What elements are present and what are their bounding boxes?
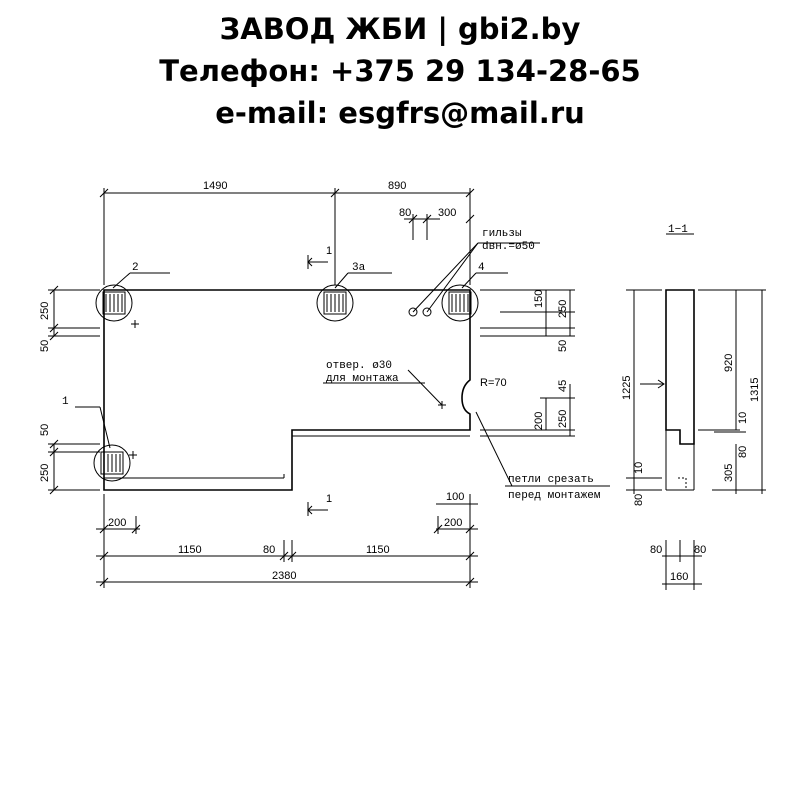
dim-left-250-top: 250 <box>39 302 51 320</box>
mark-1-bottom: 1 <box>326 493 332 505</box>
dim-right-200: 200 <box>533 412 545 430</box>
dim-right-150: 150 <box>533 290 545 308</box>
dim-section-920: 920 <box>723 354 735 372</box>
sleeves-dia-label: dвн.=ø50 <box>482 241 535 253</box>
dim-section-80-bottom-right: 80 <box>694 544 706 556</box>
dim-right-45: 45 <box>557 380 569 392</box>
loop-note-1: петли срезать <box>508 474 594 486</box>
loop-note-2: перед монтажем <box>508 490 601 502</box>
dim-80-bottom: 80 <box>263 544 275 556</box>
dim-section-80-right: 80 <box>737 446 749 458</box>
mark-2: 2 <box>132 262 139 274</box>
dim-200-right: 200 <box>444 517 462 529</box>
sleeves-label: гильзы <box>482 228 522 240</box>
mark-1: 1 <box>62 396 69 408</box>
dim-section-10-right: 10 <box>737 412 749 424</box>
hole-label-2: для монтажа <box>326 373 399 385</box>
loop-mark-4 <box>441 284 479 322</box>
dim-2380: 2380 <box>272 570 296 582</box>
dim-left-50-top: 50 <box>39 340 51 352</box>
loop-mark-1 <box>93 444 131 482</box>
section-title: 1−1 <box>668 224 688 236</box>
mark-4: 4 <box>478 262 485 274</box>
dim-1490: 1490 <box>203 180 227 192</box>
dim-1150-right: 1150 <box>366 544 390 556</box>
loop-mark-2 <box>95 284 133 322</box>
mark-1-top: 1 <box>326 245 332 257</box>
radius-label: R=70 <box>480 377 507 389</box>
dim-right-50: 50 <box>557 340 569 352</box>
dim-section-305: 305 <box>723 464 735 482</box>
dim-300: 300 <box>438 207 456 219</box>
dim-1150-left: 1150 <box>178 544 202 556</box>
phone-line: Телефон: +375 29 134-28-65 <box>159 54 641 88</box>
loop-mark-3a <box>316 284 354 322</box>
dim-right-250-bottom: 250 <box>557 410 569 428</box>
dim-section-80-bottom-left: 80 <box>650 544 662 556</box>
hole-label-1: отвер. ø30 <box>326 360 392 372</box>
dim-section-80-left: 80 <box>633 494 645 506</box>
panel-outline <box>103 289 471 491</box>
email-line: e-mail: esgfrs@mail.ru <box>215 96 585 130</box>
dim-left-50-bottom: 50 <box>39 424 51 436</box>
dim-890: 890 <box>388 180 406 192</box>
mark-3a: 3а <box>352 262 366 274</box>
dim-section-1315: 1315 <box>749 378 761 402</box>
dim-80-top: 80 <box>399 207 411 219</box>
company-title: ЗАВОД ЖБИ | gbi2.by <box>219 12 581 46</box>
dim-section-160: 160 <box>670 571 688 583</box>
dim-right-250-top: 250 <box>557 300 569 318</box>
section-profile <box>665 289 695 445</box>
dim-left-250-bottom: 250 <box>39 464 51 482</box>
dim-200-left: 200 <box>108 517 126 529</box>
dim-100: 100 <box>446 491 464 503</box>
dim-section-10-left: 10 <box>633 462 645 474</box>
dim-section-1225: 1225 <box>621 376 633 400</box>
